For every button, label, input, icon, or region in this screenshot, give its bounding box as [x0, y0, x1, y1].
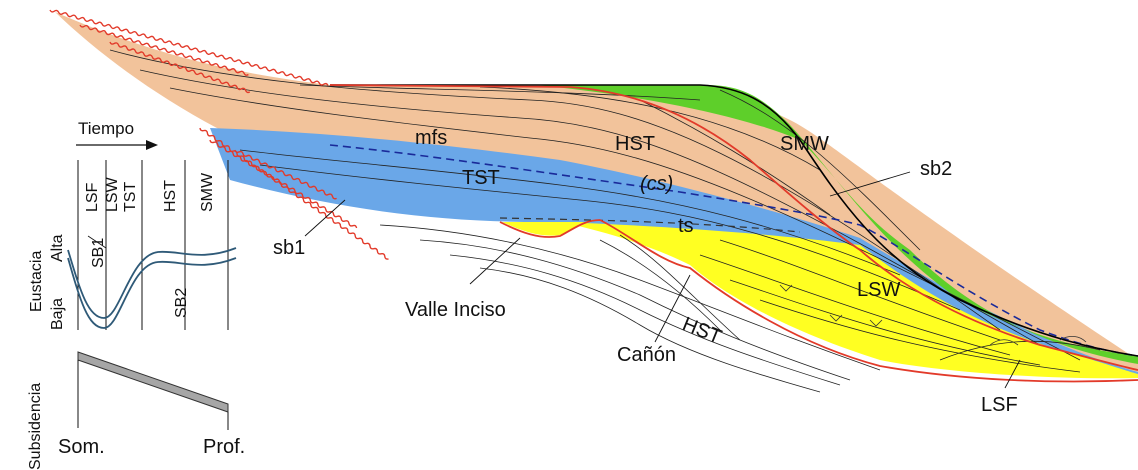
inset-panel: Tiempo LSF LSW TST HST SMW Eustacia Alta… — [27, 119, 245, 470]
inset-subsidencia: Subsidencia — [27, 383, 44, 470]
inset-som: Som. — [58, 436, 105, 458]
tst-wedge — [210, 128, 1138, 378]
label-canon: Cañón — [617, 344, 676, 366]
inset-col-tst: TST — [122, 182, 139, 212]
label-lsf: LSF — [981, 394, 1018, 416]
subsidence-bar — [77, 351, 229, 413]
lsw-lobe — [560, 222, 1138, 379]
leader-lines — [304, 171, 1021, 389]
label-valle-inciso: Valle Inciso — [405, 299, 506, 321]
sb1-boundary — [499, 219, 1138, 383]
eustasy-curve-upper — [67, 247, 237, 319]
label-tst: TST — [462, 167, 500, 189]
inset-sb2: SB2 — [173, 288, 190, 318]
onlap-traces — [49, 9, 389, 260]
sb1-leader — [87, 235, 107, 249]
label-hst-upper: HST — [615, 133, 655, 155]
ts-line — [499, 217, 801, 233]
inset-column-lines — [77, 160, 229, 330]
lsw-sediment-marks — [779, 284, 1087, 346]
inset-tiempo: Tiempo — [78, 119, 134, 138]
inset-col-smw: SMW — [199, 172, 216, 212]
top-surface — [330, 84, 1138, 357]
label-lsw: LSW — [857, 279, 900, 301]
eustasy-curve-lower — [67, 257, 237, 329]
inset-baja: Baja — [49, 298, 66, 330]
inset-eustacia: Eustacia — [28, 251, 45, 312]
sb2-boundary — [329, 84, 1138, 371]
inset-alta: Alta — [49, 234, 66, 262]
label-hst-lower: HST — [679, 313, 724, 348]
valle-inciso-fill — [502, 222, 592, 236]
cross-section: mfs HST (cs) SMW sb2 TST ts sb1 LSW Vall… — [49, 9, 1138, 416]
label-sb1: sb1 — [273, 237, 305, 259]
inset-col-lsw: LSW — [104, 176, 121, 212]
label-ts: ts — [678, 215, 694, 237]
inset-sb1: SB1 — [90, 238, 107, 268]
mfs-line — [329, 144, 1138, 357]
inset-col-lsf: LSF — [84, 182, 101, 212]
label-sb2: sb2 — [920, 158, 952, 180]
clinoform-lines — [109, 49, 1101, 393]
inset-col-hst: HST — [162, 180, 179, 212]
label-smw: SMW — [780, 133, 829, 155]
label-mfs: mfs — [415, 127, 447, 149]
inset-prof: Prof. — [203, 436, 245, 458]
label-cs: (cs) — [640, 173, 673, 195]
tiempo-arrowhead — [146, 140, 158, 150]
